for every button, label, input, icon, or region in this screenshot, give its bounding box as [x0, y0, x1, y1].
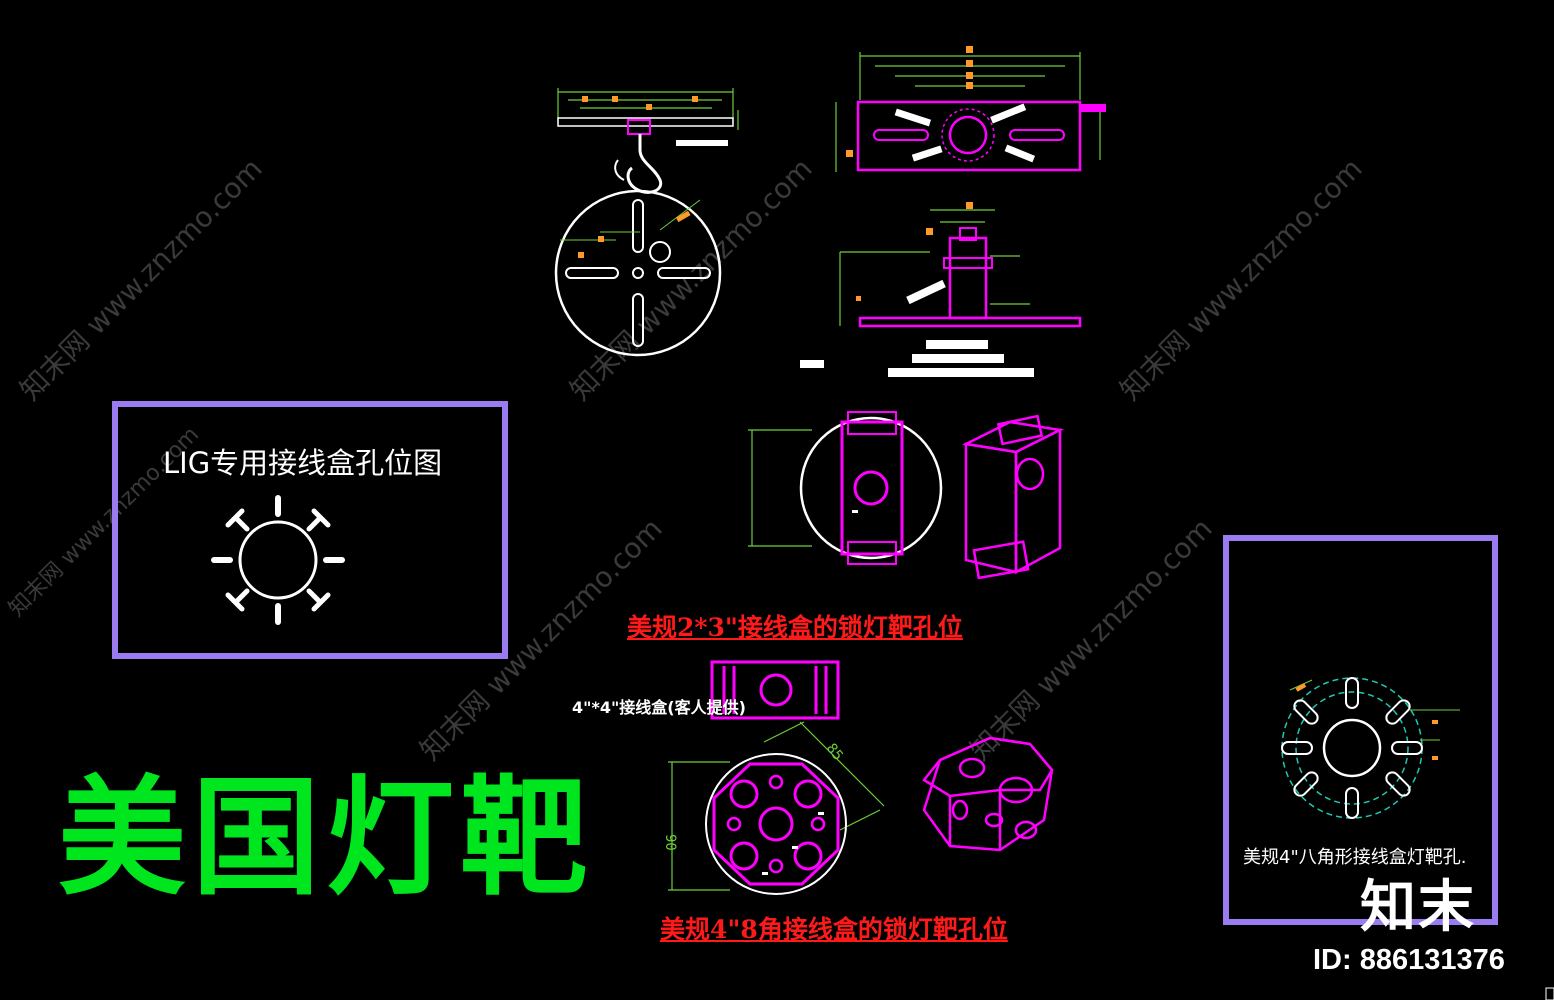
brand-watermark-logo: 知末: [1360, 875, 1476, 940]
dim-90-label: 90: [662, 834, 678, 851]
label-octagon-box: 美规4"八角形接线盒灯靶孔.: [1243, 847, 1467, 868]
lig-hole-pattern: [211, 495, 345, 625]
octagon-box-front: 85 90: [662, 721, 885, 895]
octagon-box-iso: [922, 736, 1054, 852]
hook-bracket-drawing: [557, 88, 739, 194]
octagon-hole-pattern: [1281, 677, 1460, 819]
caption-4x8-box: 美规4"8角接线盒的锁灯靶孔位: [660, 915, 1008, 944]
lig-title: LIG专用接线盒孔位图: [163, 446, 443, 480]
cross-slot-disc: [554, 189, 722, 357]
image-id-label: ID: 886131376: [1313, 944, 1505, 976]
caption-2x3-box: 美规2*3"接线盒的锁灯靶孔位: [627, 613, 963, 642]
label-4x4-box: 4"*4"接线盒(客人提供): [572, 698, 746, 717]
octagon-frame: [1223, 535, 1498, 925]
bracket-top-view: [835, 46, 1106, 172]
junction-box-4x4: [710, 660, 840, 720]
dim-85-label: 85: [823, 741, 846, 764]
main-title: 美国灯靶: [58, 764, 595, 913]
bracket-side-view: [800, 202, 1082, 377]
junction-box-2x3: [748, 411, 943, 565]
lig-frame: [112, 401, 508, 659]
junction-box-2x3-iso: [961, 414, 1065, 580]
